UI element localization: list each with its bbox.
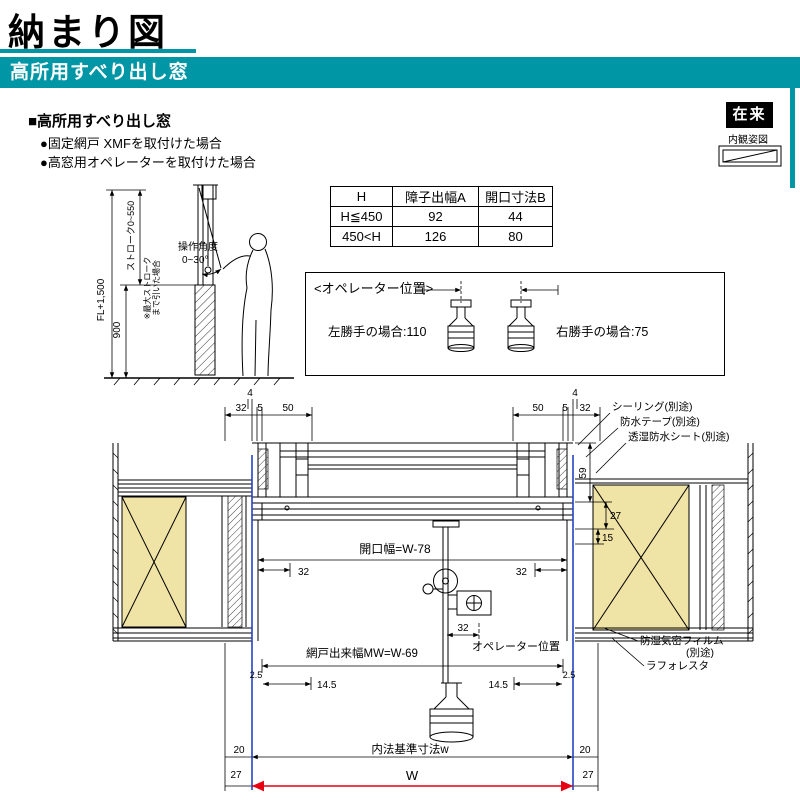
construction-type-tag: 在来 — [726, 102, 773, 128]
col-h: H — [330, 186, 393, 207]
right-hand-label: 右勝手の場合:75 — [556, 325, 649, 339]
left-hand-label: 左勝手の場合:110 — [328, 325, 427, 339]
elevation-caption: 内観姿図 — [728, 135, 768, 146]
screen-width-label: 網戸出来幅MW=W-69 — [306, 646, 418, 660]
col-sash-width: 障子出幅A — [392, 186, 479, 207]
dim-20-right: 20 — [579, 745, 591, 756]
operator-mechanism — [422, 520, 492, 743]
window-frame-section — [252, 442, 573, 641]
annotation-laforesta: ラフォレスタ — [646, 660, 709, 672]
operator-position-box: <オペレーター位置> — [305, 272, 725, 376]
table-row: 450<H 126 80 — [330, 226, 553, 247]
wall-structure — [112, 443, 754, 642]
dim-32-operator: 32 — [457, 623, 469, 634]
dim-900: 900 — [112, 321, 123, 338]
dim-32-topright: 32 — [579, 403, 591, 414]
dim-27-left: 27 — [230, 770, 242, 781]
dim-32-opening-right: 32 — [516, 567, 528, 578]
dim-stroke: ストローク0~550 — [126, 201, 136, 271]
bullet-operator: ●高窓用オペレーターを取付けた場合 — [40, 155, 256, 170]
cell: 92 — [392, 206, 479, 227]
dim-32-topleft: 32 — [235, 403, 247, 414]
title-underline — [0, 49, 196, 53]
table-header-row: H 障子出幅A 開口寸法B — [330, 186, 553, 207]
dim-fl1500: FL+1,500 — [96, 278, 107, 321]
opening-width-label: 開口幅=W-78 — [359, 541, 431, 556]
cell: 450<H — [330, 226, 393, 247]
note-line2: まで引いた場合 — [151, 260, 161, 316]
dimension-lines — [106, 189, 195, 378]
angle-value: 0~30° — [182, 255, 209, 266]
note-line1: ※最大ストローク — [142, 257, 152, 320]
dim-27-side: 27 — [610, 511, 622, 522]
dim-50-topleft: 50 — [282, 403, 294, 414]
operator-position-label: オペレーター位置 — [472, 639, 560, 653]
dim-2.5-left: 2.5 — [250, 670, 263, 680]
dim-5-topright: 5 — [562, 403, 568, 414]
page-title: 納まり図 — [8, 12, 168, 53]
dim-4-right: 4 — [572, 388, 578, 399]
wall-and-window — [104, 184, 294, 386]
subtitle-text: 高所用すべり出し窓 — [10, 62, 189, 83]
person-figure — [222, 233, 273, 377]
annotation-sheet: 透湿防水シート(別途) — [628, 430, 730, 443]
annotation-tape: 防水テープ(別途) — [620, 415, 700, 428]
section-heading: ■高所用すべり出し窓 — [28, 113, 172, 130]
right-hand-operator-icon — [507, 281, 559, 352]
spec-table: H 障子出幅A 開口寸法B H≦450 92 44 450<H 126 80 — [330, 186, 553, 247]
angle-label: 操作角度 — [178, 240, 218, 253]
cell: 80 — [478, 226, 553, 247]
table-row: H≦450 92 44 — [330, 206, 553, 227]
cell: H≦450 — [330, 206, 393, 227]
plan-section-drawing: 4 32 5 50 4 50 5 32 シーリング(別途) 防水テープ(別途) … — [112, 388, 754, 792]
dim-4-left: 4 — [247, 388, 253, 399]
dim-27-right: 27 — [582, 770, 594, 781]
dim-20-left: 20 — [233, 745, 245, 756]
reference-lines — [251, 455, 574, 792]
annotation-film2: (別途) — [686, 646, 714, 659]
subtitle-band: 高所用すべり出し窓 — [0, 57, 800, 88]
left-hand-operator-icon — [423, 281, 475, 352]
drawing-labels: 4 32 5 50 4 50 5 32 シーリング(別途) 防水テープ(別途) … — [230, 388, 729, 783]
inner-width-label: 内法基準寸法w — [371, 742, 449, 756]
operation-height-diagram: FL+1,500 900 ストローク0~550 ※最大ストローク まで引いた場合… — [96, 184, 294, 386]
bullet-fixed-screen: ●固定網戸 XMFを取付けた場合 — [40, 136, 222, 151]
dim-15-side: 15 — [602, 533, 614, 544]
w-label: W — [406, 768, 419, 783]
cell: 44 — [478, 206, 553, 227]
dim-2.5-right: 2.5 — [563, 670, 576, 680]
operator-box-title: <オペレーター位置> — [314, 281, 434, 296]
dimension-lines — [224, 399, 645, 791]
dim-14.5-right: 14.5 — [489, 680, 509, 691]
diagram-labels: FL+1,500 900 ストローク0~550 ※最大ストローク まで引いた場合… — [96, 201, 218, 338]
cell: 126 — [392, 226, 479, 247]
dim-50-topright: 50 — [532, 403, 544, 414]
dim-5-topleft: 5 — [257, 403, 263, 414]
operator-handle-icons — [423, 281, 559, 352]
dim-14.5-left: 14.5 — [317, 680, 337, 691]
page-edge-marker — [790, 88, 795, 188]
col-opening: 開口寸法B — [478, 186, 553, 207]
dim-32-opening-left: 32 — [298, 567, 310, 578]
annotation-sealing: シーリング(別途) — [612, 400, 693, 413]
annotation-film: 防湿気密フィルム — [640, 634, 724, 647]
window-elevation-icon — [718, 145, 782, 167]
dim-59: 59 — [578, 467, 589, 479]
